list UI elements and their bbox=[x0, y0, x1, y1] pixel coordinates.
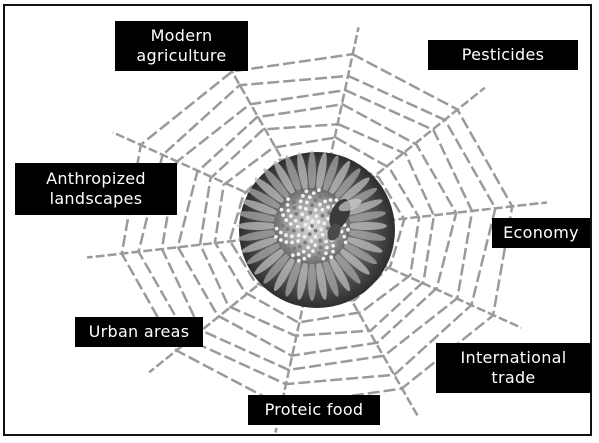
label-international-trade: International trade bbox=[436, 343, 591, 393]
label-anthropized-landscapes: Anthropized landscapes bbox=[15, 163, 177, 215]
label-modern-agriculture: Modern agriculture bbox=[115, 21, 248, 71]
label-urban-areas: Urban areas bbox=[75, 317, 203, 347]
label-economy: Economy bbox=[492, 218, 590, 248]
label-proteic-food: Proteic food bbox=[248, 395, 380, 425]
label-pesticides: Pesticides bbox=[428, 40, 578, 70]
